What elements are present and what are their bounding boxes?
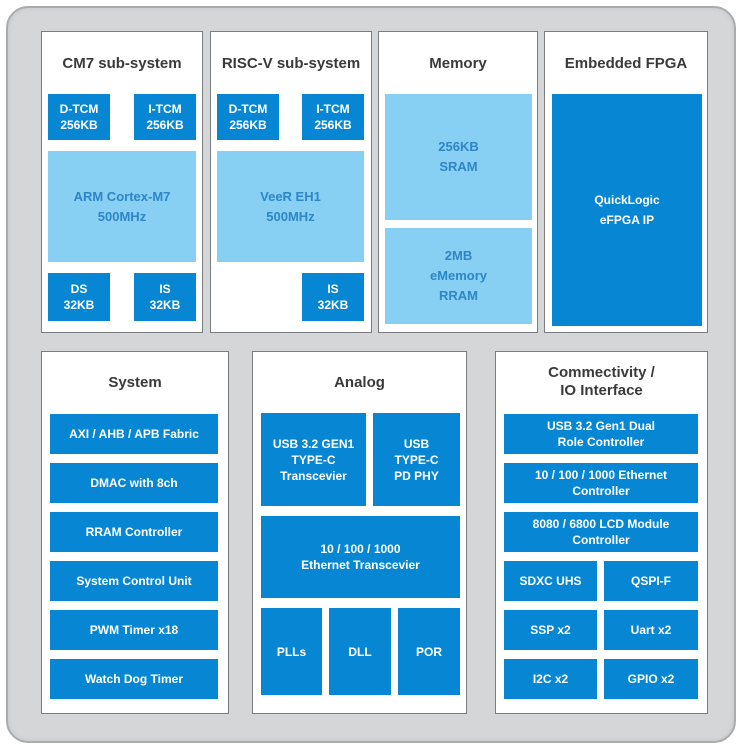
usb-gen1-transceiver-block: USB 3.2 GEN1 TYPE-C Transcevier [261,413,366,506]
lcd-controller-block: 8080 / 6800 LCD Module Controller [504,512,698,552]
i2c-block: I2C x2 [504,659,597,699]
gpio-block: GPIO x2 [604,659,698,699]
efpga-ip-block: QuickLogic eFPGA IP [552,94,702,326]
efpga-title: Embedded FPGA [564,55,688,72]
dll-block: DLL [329,608,391,695]
system-item-rram-controller: RRAM Controller [50,512,218,552]
system-item-control-unit: System Control Unit [50,561,218,601]
memory-title: Memory [429,55,487,72]
ethernet-controller-block: 10 / 100 / 1000 Ethernet Controller [504,463,698,503]
system-item-fabric: AXI / AHB / APB Fabric [50,414,218,454]
cm7-subsystem-panel: CM7 sub-system D-TCM 256KB I-TCM 256KB A… [41,31,203,333]
cm7-is-block: IS 32KB [134,273,196,321]
ssp-block: SSP x2 [504,610,597,650]
cm7-subsystem-title: CM7 sub-system [62,55,182,72]
connectivity-panel: Commectivity / IO Interface USB 3.2 Gen1… [495,351,708,714]
riscv-core-block: VeeR EH1 500MHz [217,151,364,262]
riscv-itcm-block: I-TCM 256KB [302,94,364,140]
analog-title: Analog [334,374,385,391]
system-item-watchdog-timer: Watch Dog Timer [50,659,218,699]
por-block: POR [398,608,460,695]
system-item-pwm-timer: PWM Timer x18 [50,610,218,650]
riscv-subsystem-panel: RISC-V sub-system D-TCM 256KB I-TCM 256K… [210,31,372,333]
sram-block: 256KB SRAM [385,94,532,220]
ethernet-transceiver-block: 10 / 100 / 1000 Ethernet Transcevier [261,516,460,598]
qspi-block: QSPI-F [604,561,698,601]
system-item-dmac: DMAC with 8ch [50,463,218,503]
analog-panel: Analog USB 3.2 GEN1 TYPE-C Transcevier U… [252,351,467,714]
riscv-dtcm-block: D-TCM 256KB [217,94,279,140]
riscv-is-block: IS 32KB [302,273,364,321]
riscv-subsystem-title: RISC-V sub-system [221,55,361,72]
rram-block: 2MB eMemory RRAM [385,228,532,324]
usb-pd-phy-block: USB TYPE-C PD PHY [373,413,460,506]
efpga-panel: Embedded FPGA QuickLogic eFPGA IP [544,31,708,333]
memory-panel: Memory 256KB SRAM 2MB eMemory RRAM [378,31,538,333]
cm7-core-block: ARM Cortex-M7 500MHz [48,151,196,262]
cm7-ds-block: DS 32KB [48,273,110,321]
cm7-itcm-block: I-TCM 256KB [134,94,196,140]
uart-block: Uart x2 [604,610,698,650]
system-panel: System AXI / AHB / APB Fabric DMAC with … [41,351,229,714]
cm7-dtcm-block: D-TCM 256KB [48,94,110,140]
plls-block: PLLs [261,608,322,695]
system-title: System [108,374,162,391]
connectivity-title: Commectivity / IO Interface [548,364,655,399]
usb-dual-role-controller-block: USB 3.2 Gen1 Dual Role Controller [504,414,698,454]
sdxc-block: SDXC UHS [504,561,597,601]
